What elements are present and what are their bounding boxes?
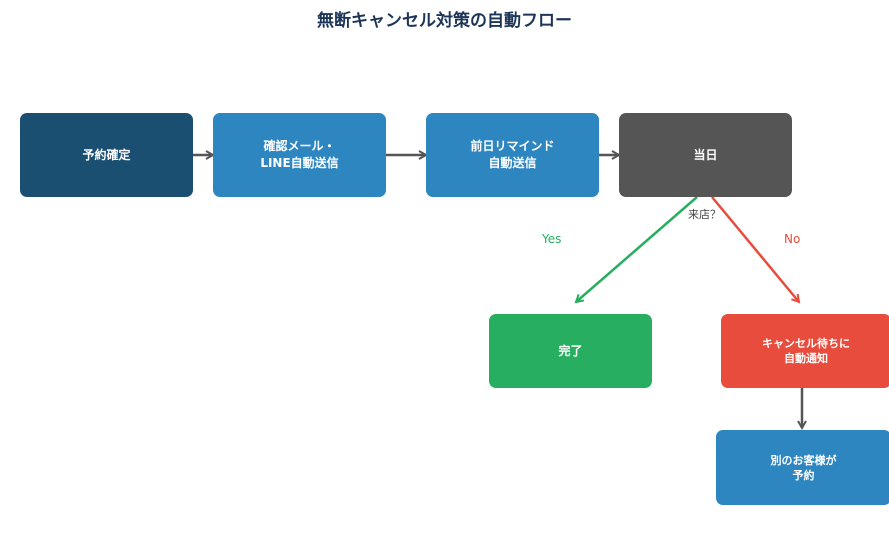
node-confirmation-message: 確認メール・ LINE自動送信 <box>213 113 386 197</box>
arrow-day-to-cancel <box>711 196 799 302</box>
node-day-before-reminder: 前日リマインド 自動送信 <box>426 113 599 197</box>
yes-branch-label: Yes <box>542 232 562 246</box>
arrow-day-to-done <box>576 196 698 302</box>
decision-question-label: 来店？ <box>688 208 721 221</box>
no-branch-label: No <box>784 232 801 246</box>
node-reservation-confirmed: 予約確定 <box>20 113 193 197</box>
node-waitlist-notification: キャンセル待ちに 自動通知 <box>721 314 889 388</box>
node-other-customer-booking: 別のお客様が 予約 <box>716 430 889 505</box>
page-title: 無断キャンセル対策の自動フロー <box>317 11 572 31</box>
node-same-day: 当日 <box>619 113 792 197</box>
node-completed: 完了 <box>489 314 652 388</box>
